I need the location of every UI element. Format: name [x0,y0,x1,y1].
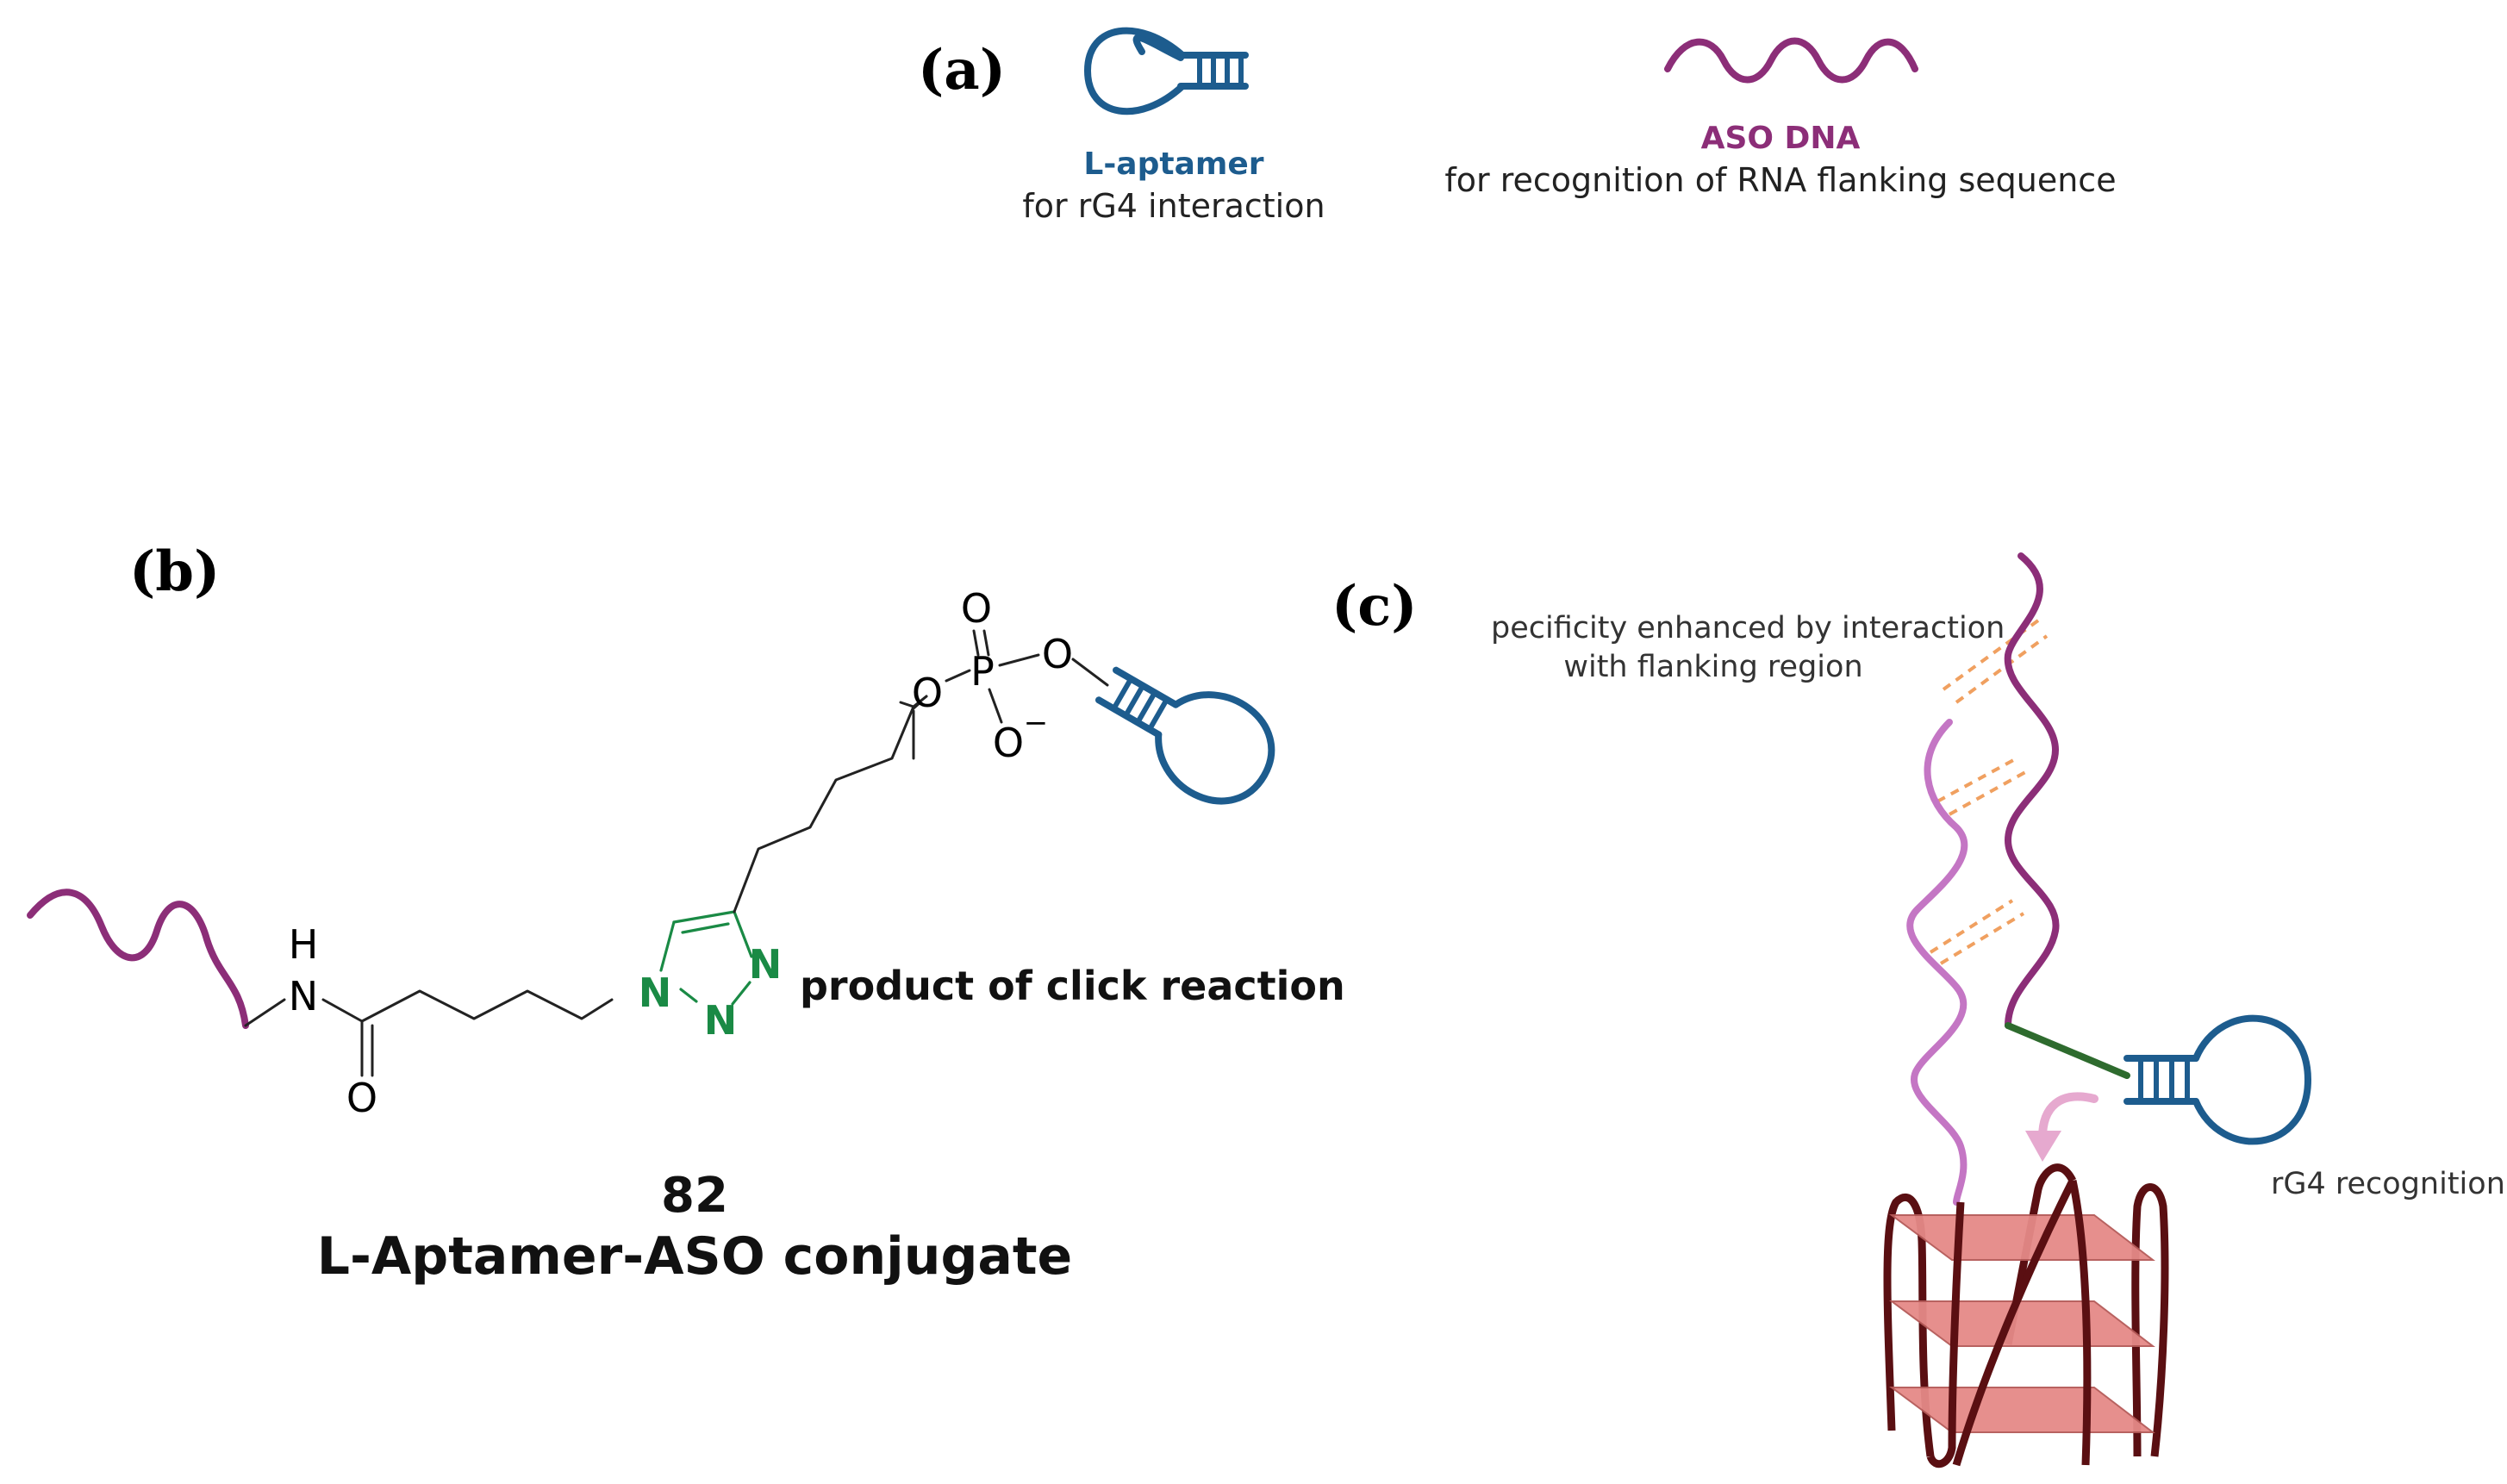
compound-number: 82 [661,1168,728,1224]
hbond-dashes [1929,619,2049,965]
atom-o-phosphate-top: O [961,585,992,632]
atom-n-amide: N [289,973,318,1019]
specificity-label-line2: with flanking region [1563,650,1862,684]
atom-o-phosphate-left: O [912,670,943,716]
atom-o-phosphate-right: O [1042,631,1073,677]
atom-n1-triazole: N [639,970,672,1016]
aso-legend-icon [1664,37,1918,84]
aptamer-structure-c [2123,1014,2312,1145]
aso-strand-c [2004,552,2060,1029]
atom-o-carbonyl: O [346,1075,377,1121]
g-quadruplex [1883,1163,2169,1468]
chemical-structure [244,629,1109,1077]
atom-o-phosphate-minus: O [993,720,1024,766]
recognition-arrow-icon [2025,1092,2099,1162]
panel-label-c: (c) [1331,574,1418,639]
atom-n3-triazole: N [749,941,783,988]
compound-name: L-Aptamer-ASO conjugate [317,1226,1073,1287]
aptamer-legend-icon [1083,27,1249,115]
specificity-label-line1: pecificity enhanced by interaction [1491,611,2005,645]
aptamer-structure-b [1095,666,1275,805]
atom-h-amide: H [289,921,319,968]
aptamer-legend-desc: for rG4 interaction [1022,187,1325,225]
aso-legend-title: ASO DNA [1701,121,1861,156]
panel-label-a: (a) [918,38,1006,103]
rna-strand [1906,719,1968,1206]
minus-charge: − [1024,706,1049,740]
atom-p-phosphate: P [970,648,995,695]
atom-n2-triazole: N [704,997,738,1044]
linker [2005,1022,2130,1079]
aso-legend-desc: for recognition of RNA flanking sequence [1444,161,2116,199]
aso-strand-b [27,889,249,1029]
panel-label-b: (b) [129,539,220,604]
aptamer-legend-title: L-aptamer [1083,147,1263,182]
product-label: product of click reaction [800,963,1345,1009]
rg4-recognition-label: rG4 recognition [2271,1167,2505,1201]
